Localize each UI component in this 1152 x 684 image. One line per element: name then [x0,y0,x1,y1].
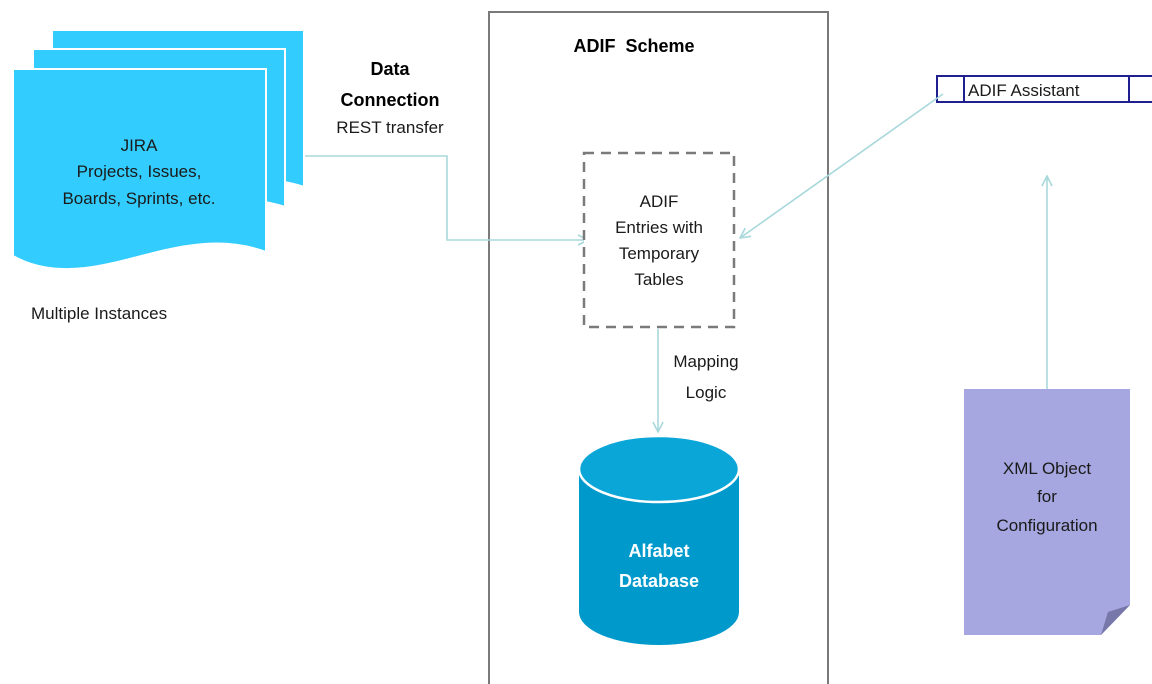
rest-transfer-label: REST transfer [336,118,444,137]
database-cylinder-icon: Alfabet Database [577,434,741,645]
xml-line3: Configuration [996,516,1097,535]
adif-assistant-label: ADIF Assistant [968,81,1080,100]
database-line2: Database [619,571,699,591]
data-connection-arrow [305,155,588,240]
mapping-logic-line1: Mapping [673,352,738,371]
jira-document-stack: JIRA Projects, Issues, Boards, Sprints, … [12,29,305,271]
xml-line2: for [1037,487,1057,506]
adif-entries-line1: ADIF [640,192,679,211]
adif-entries-line2: Entries with [615,218,703,237]
jira-title: JIRA [121,136,159,155]
folded-document-icon: XML Object for Configuration [964,389,1130,635]
data-connection-title-line2: Connection [341,90,440,110]
xml-document-body [964,389,1130,635]
adif-assistant-frame [936,75,1152,103]
database-line1: Alfabet [628,541,689,561]
mapping-logic-line2: Logic [686,383,727,402]
assistant-to-entries-arrow [740,93,944,238]
database-bottom [579,579,739,645]
jira-document-front [12,68,267,271]
adif-scheme-title: ADIF Scheme [573,36,694,56]
adif-entries-line4: Tables [634,270,683,289]
xml-document-fold [1101,605,1130,635]
adif-assistant-box: ADIF Assistant [936,75,1152,103]
adif-entries-line3: Temporary [619,244,700,263]
jira-line-boards: Boards, Sprints, etc. [62,189,215,208]
jira-line-projects: Projects, Issues, [77,162,202,181]
xml-line1: XML Object [1003,459,1091,478]
multiple-instances-label: Multiple Instances [31,304,167,323]
database-top [577,434,741,504]
adif-entries-box [582,151,736,329]
data-connection-title-line1: Data [370,59,410,79]
